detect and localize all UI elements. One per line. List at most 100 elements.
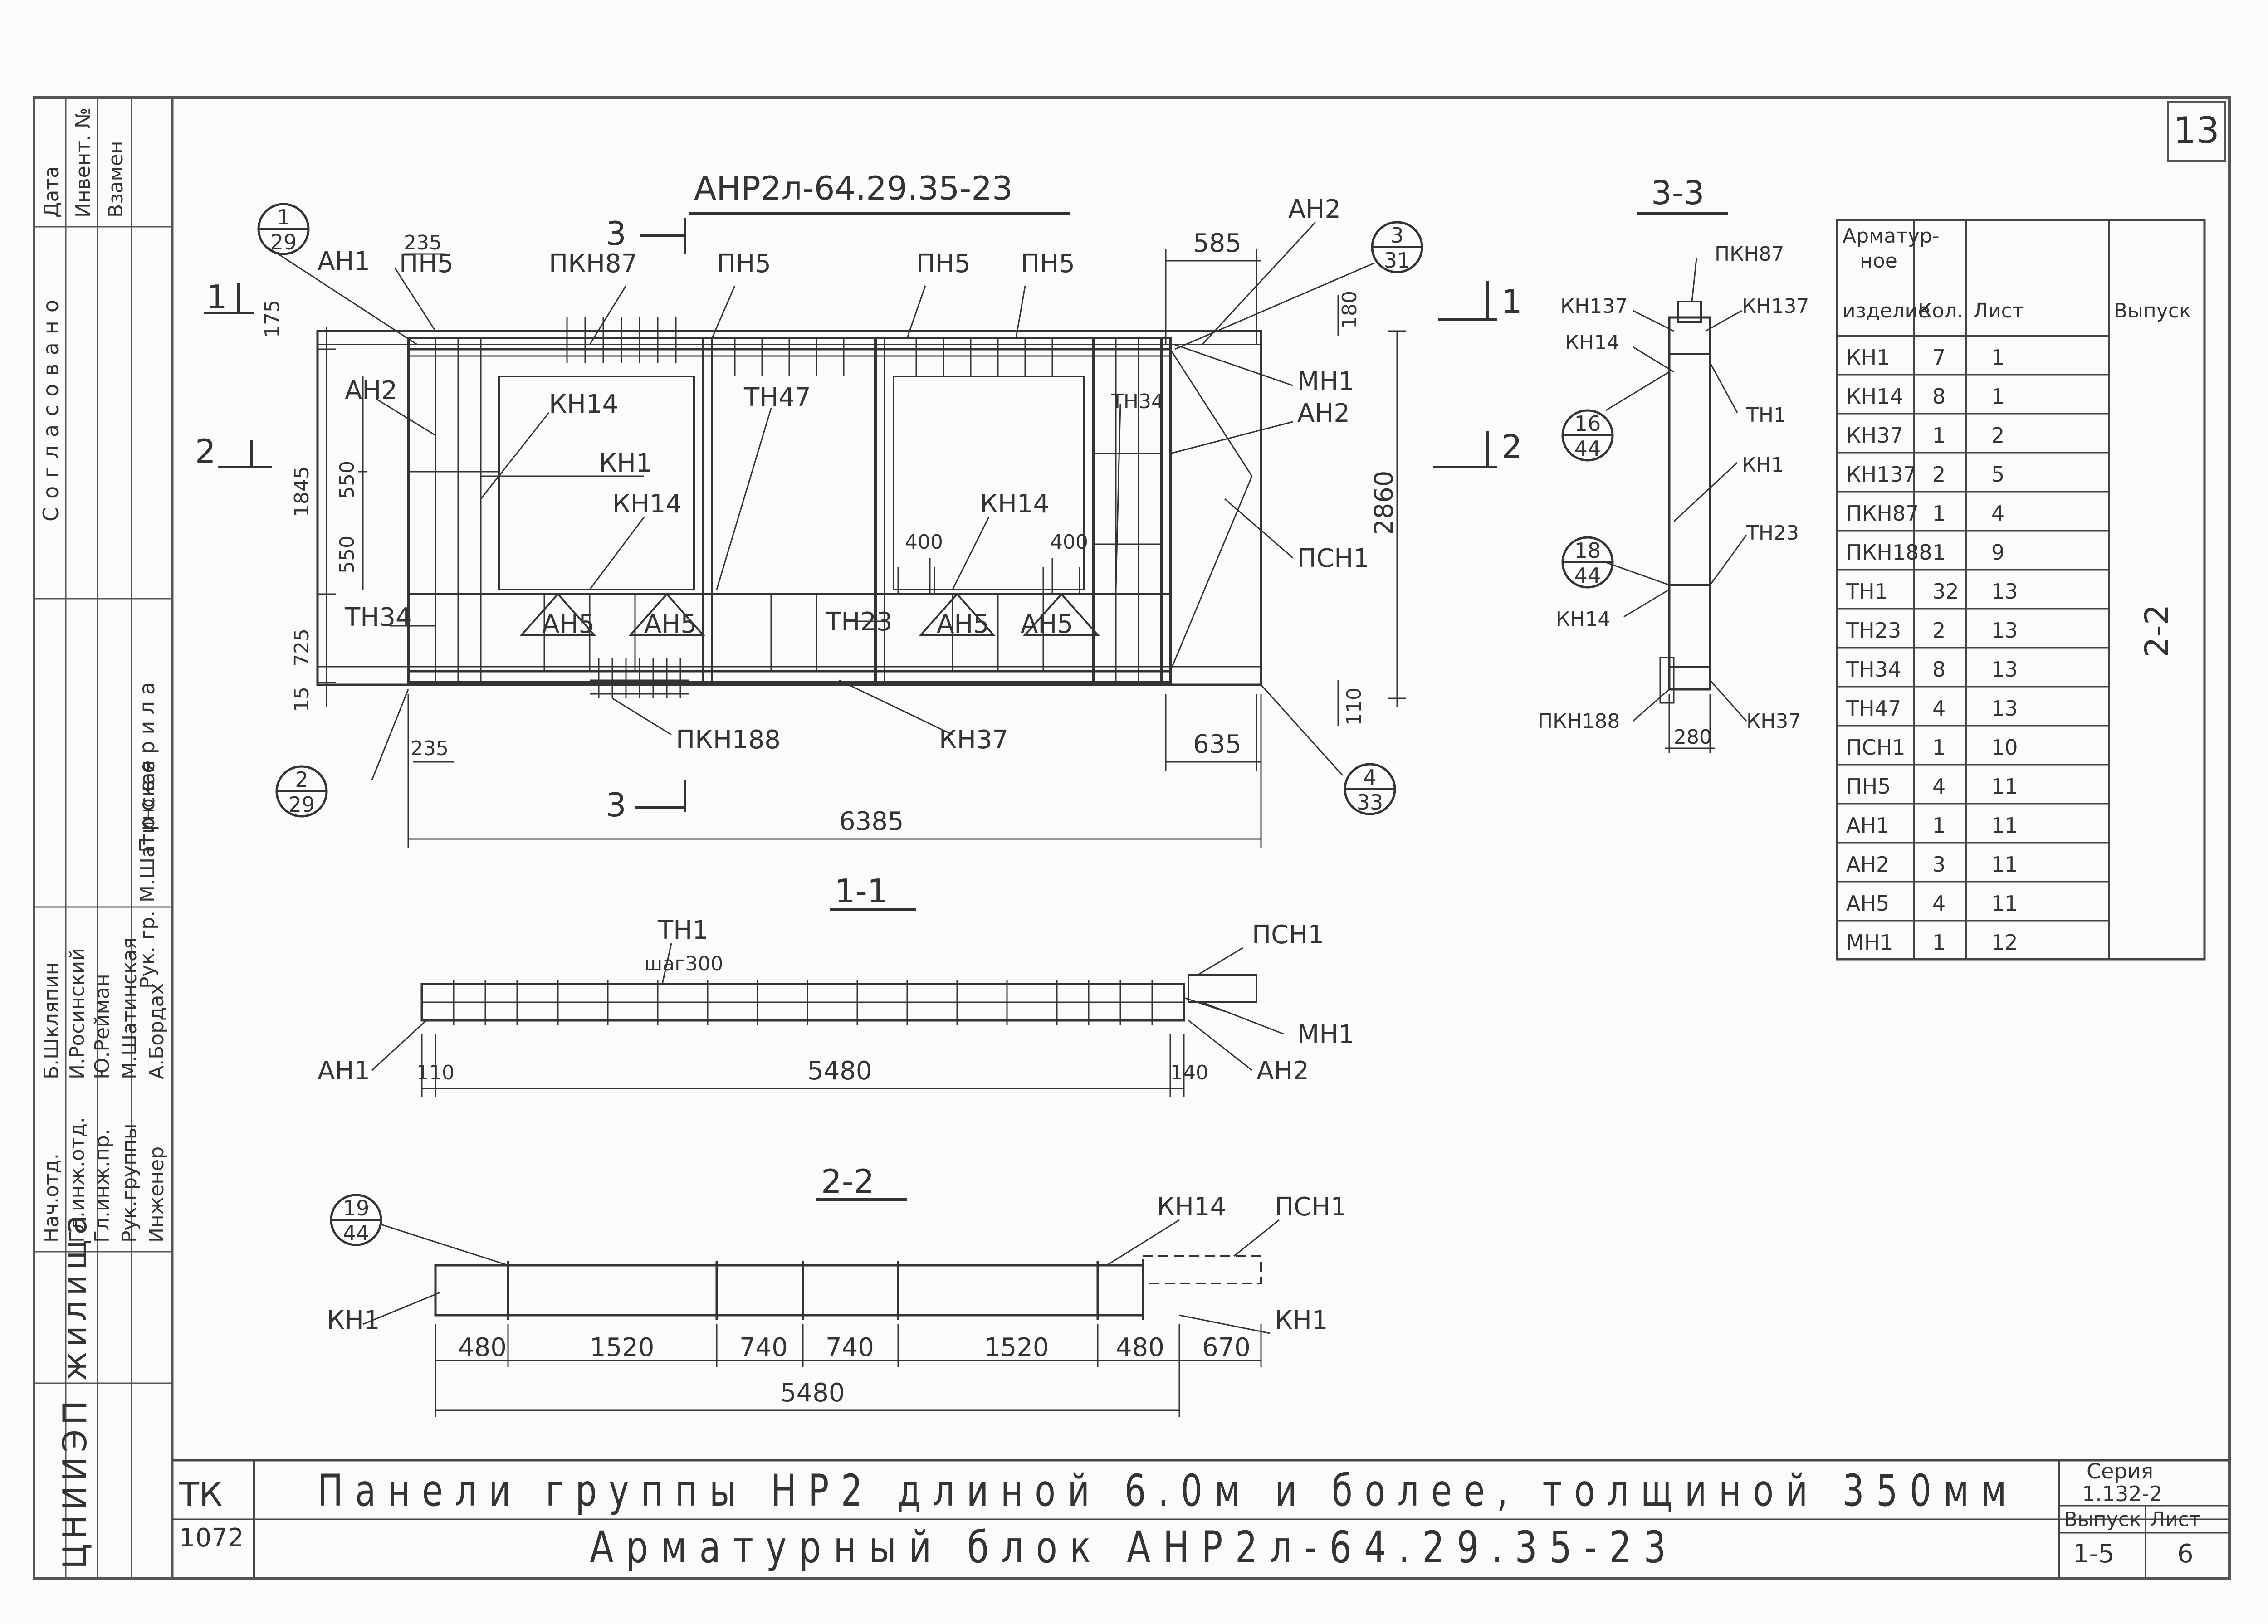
s22-dim-d: 740 [826, 1333, 874, 1362]
title-issue-label: Выпуск [2064, 1508, 2141, 1531]
spec-header-item-3: изделие [1843, 299, 1930, 322]
spec-cell-sheet: 11 [1991, 891, 2018, 916]
s11-psn1: ПСН1 [1252, 920, 1324, 950]
title-code: ТК [179, 1475, 222, 1513]
callout-2-top: 2 [295, 767, 308, 792]
label-pn5-a: ПН5 [399, 249, 454, 278]
s22-callout-top: 19 [343, 1196, 370, 1220]
s11-tn1: ТН1 [657, 916, 709, 945]
label-kn1: КН1 [599, 449, 652, 478]
spec-cell-sheet: 10 [1991, 735, 2018, 760]
title-series: 1.132-2 [2082, 1482, 2163, 1506]
label-tn34-left: ТН34 [344, 603, 412, 632]
cut-1-left: 1 [206, 278, 227, 316]
spec-cell-count: 1 [1932, 423, 1945, 448]
spec-cell-item: КН14 [1846, 384, 1903, 409]
strip-ruk-gr: Рук. гр. [136, 911, 159, 989]
callout-4-top: 4 [1363, 765, 1376, 790]
spec-cell-sheet: 11 [1991, 774, 2018, 799]
strip-check-name: М.Шатинская [136, 761, 159, 902]
dim-400-b: 400 [1050, 531, 1088, 554]
dim-725: 725 [290, 629, 313, 667]
spec-cell-sheet: 13 [1991, 618, 2018, 643]
spec-cell-sheet: 11 [1991, 852, 2018, 877]
s33-kn14-b: КН14 [1556, 608, 1610, 631]
dim-635: 635 [1193, 730, 1242, 759]
strip-agreed: Согласовано [39, 292, 63, 522]
spec-cell-sheet: 1 [1991, 345, 2004, 370]
label-mn1: МН1 [1297, 367, 1354, 396]
label-kn37: КН37 [939, 725, 1008, 755]
title-sheet-label: Лист [2150, 1508, 2201, 1531]
s22-psn1: ПСН1 [1275, 1192, 1347, 1222]
cut-2-right: 2 [1501, 428, 1522, 466]
spec-cell-item: ПКН188 [1846, 540, 1932, 565]
label-ah2-top: АН2 [1288, 195, 1341, 224]
strip-name-1: И.Росинский [66, 948, 89, 1079]
s33-callout16-bottom: 44 [1574, 436, 1601, 461]
dim-550-a: 550 [336, 461, 359, 499]
s22-kn14: КН14 [1157, 1192, 1226, 1222]
label-ah5-a: АН5 [542, 610, 595, 639]
label-kn14-b: КН14 [612, 489, 682, 519]
spec-cell-count: 1 [1932, 540, 1945, 565]
s33-kn37: КН37 [1746, 710, 1801, 733]
s22-dim-a: 480 [458, 1333, 507, 1362]
spec-cell-item: ТН23 [1846, 618, 1901, 643]
dim-15: 15 [290, 687, 313, 712]
callout-2-bottom: 29 [288, 792, 315, 817]
label-ah2-left: АН2 [345, 376, 397, 405]
cut-3-bottom: 3 [606, 786, 626, 824]
callout-1-top: 1 [277, 205, 290, 229]
cut-2-left: 2 [195, 432, 216, 470]
label-pn5-c: ПН5 [916, 249, 971, 278]
dim-6385: 6385 [839, 807, 904, 836]
s33-dim-280: 280 [1674, 726, 1712, 749]
s33-tn23: ТН23 [1746, 522, 1799, 545]
strip-name-4: А.Бордах [145, 983, 168, 1079]
spec-header-issue: Выпуск [2114, 299, 2191, 322]
label-pn5-d: ПН5 [1021, 249, 1075, 278]
spec-cell-count: 4 [1932, 891, 1945, 916]
strip-name-0: Б.Шкляпин [40, 962, 63, 1079]
label-pkn87: ПКН87 [549, 249, 637, 278]
spec-cell-sheet: 5 [1991, 462, 2004, 487]
sheet-number: 13 [2173, 109, 2219, 151]
spec-cell-sheet: 1 [1991, 384, 2004, 409]
s33-kn137-b: КН137 [1742, 295, 1809, 318]
s22-dim-total: 5480 [780, 1378, 845, 1408]
spec-cell-count: 7 [1932, 345, 1945, 370]
s11-mn1: МН1 [1297, 1020, 1354, 1049]
s33-pkn87: ПКН87 [1715, 243, 1784, 266]
dim-400-a: 400 [905, 531, 943, 554]
s33-pkn188: ПКН188 [1538, 710, 1620, 733]
spec-cell-item: ТН47 [1846, 696, 1901, 721]
spec-cell-count: 1 [1932, 735, 1945, 760]
strip-org: ЦНИИЭП жилища [56, 1210, 94, 1569]
strip-replace: Взамен [104, 141, 127, 218]
strip-title-1: Гл.инж.отд. [66, 1117, 89, 1243]
spec-cell-count: 2 [1932, 462, 1945, 487]
spec-cell-sheet: 13 [1991, 657, 2018, 682]
spec-header-item-2: ное [1860, 249, 1897, 273]
spec-cell-item: ПКН87 [1846, 501, 1919, 526]
spec-cell-item: КН137 [1846, 462, 1916, 487]
s11-dim-left: 110 [416, 1061, 455, 1084]
spec-cell-sheet: 12 [1991, 930, 2018, 955]
title-issue: 1-5 [2073, 1539, 2114, 1569]
callout-1-bottom: 29 [270, 230, 297, 254]
main-view-title: АНР2л-64.29.35-23 [694, 169, 1013, 207]
label-tn47: ТН47 [743, 383, 811, 412]
label-ah5-c: АН5 [937, 610, 989, 639]
s22-dim-e: 1520 [984, 1333, 1049, 1362]
main-view-text: 1 29 2 29 3 31 4 33 1 2 1 2 3 3 АН1 235 … [195, 195, 1522, 836]
spec-cell-count: 8 [1932, 384, 1945, 409]
strip-name-3: М.Шатинская [118, 937, 141, 1079]
strip-name-2: Ю.Рейман [91, 974, 114, 1079]
spec-cell-item: ТН34 [1846, 657, 1901, 682]
title-line-2: Арматурный блок АНР2л-64.29.35-23 [590, 1522, 1678, 1573]
s11-ah2: АН2 [1256, 1056, 1309, 1086]
strip-date: Дата [40, 166, 63, 218]
